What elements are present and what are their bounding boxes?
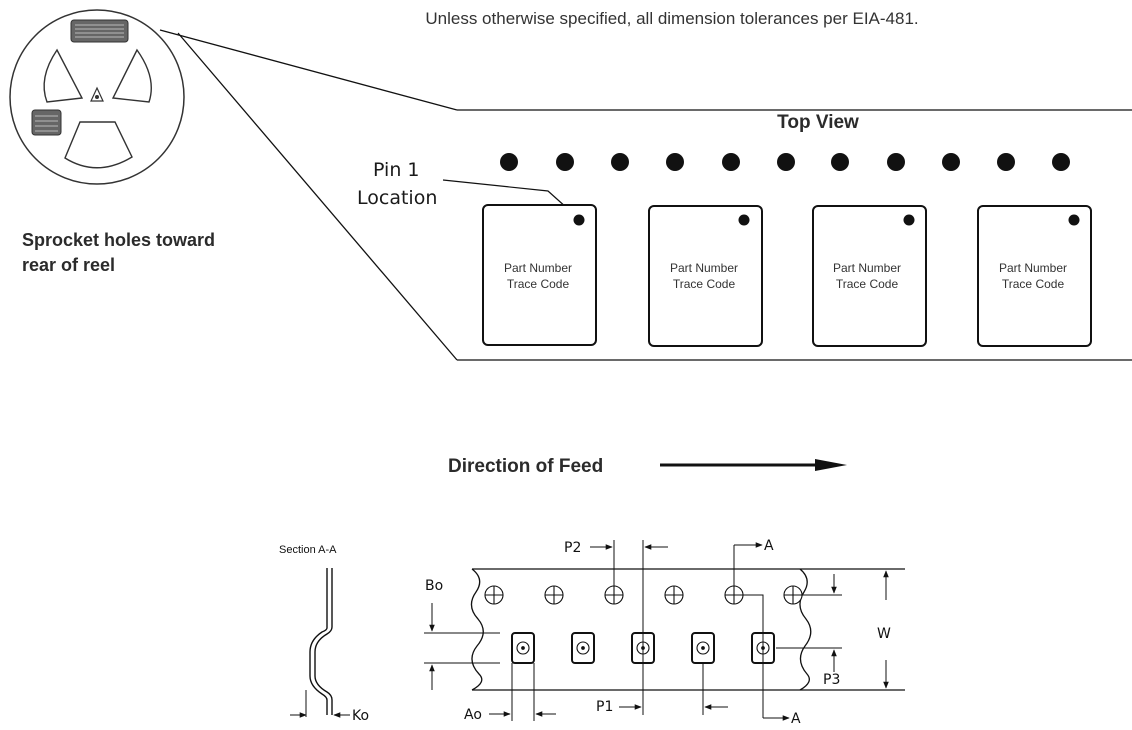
sprocket-hole	[484, 585, 504, 605]
sprocket-hole	[611, 153, 629, 171]
pin1-label-line1: Pin 1	[373, 159, 420, 181]
sprocket-hole	[1052, 153, 1070, 171]
reel-caption-line1: Sprocket holes toward	[22, 230, 215, 250]
p3-label: P3	[823, 672, 840, 688]
tape-top-view: Top View Pin 1 Location Part Number Trac…	[357, 109, 1132, 361]
reel-illustration	[9, 9, 185, 185]
pin1-dot	[738, 214, 750, 226]
sprocket-hole	[783, 585, 803, 605]
direction-of-feed-label: Direction of Feed	[448, 456, 603, 477]
part-pocket-1: Part Number Trace Code	[482, 204, 597, 346]
top-view-title: Top View	[777, 112, 859, 133]
trace-code-label: Trace Code	[1002, 277, 1065, 291]
sprocket-hole	[664, 585, 684, 605]
p1-label: P1	[596, 699, 613, 715]
sprocket-hole	[722, 153, 740, 171]
part-number-label: Part Number	[504, 261, 572, 275]
a-label-bottom: A	[791, 711, 801, 727]
reel-hub-icon	[90, 86, 104, 102]
part-pocket-2: Part Number Trace Code	[648, 205, 763, 347]
pin1-dot	[903, 214, 915, 226]
trace-code-label: Trace Code	[673, 277, 736, 291]
sprocket-hole	[777, 153, 795, 171]
sprocket-hole	[887, 153, 905, 171]
sprocket-hole	[500, 153, 518, 171]
sprocket-hole	[604, 585, 624, 605]
part-number-label: Part Number	[999, 261, 1067, 275]
w-label: W	[877, 626, 891, 642]
trace-code-label: Trace Code	[836, 277, 899, 291]
tape-pocket	[511, 632, 535, 664]
bo-label: Bo	[425, 578, 443, 594]
pin1-dot	[573, 214, 585, 226]
reel-window-right	[111, 48, 152, 103]
ao-label: Ao	[464, 707, 482, 723]
section-a-a-view: Section A-A Ko	[279, 544, 369, 724]
part-number-label: Part Number	[670, 261, 738, 275]
feed-arrow-icon	[660, 459, 847, 471]
sprocket-hole	[556, 153, 574, 171]
reel-window-left	[43, 48, 84, 103]
trace-code-label: Trace Code	[507, 277, 570, 291]
sprocket-hole	[997, 153, 1015, 171]
part-pocket-4: Part Number Trace Code	[977, 205, 1092, 347]
p2-label: P2	[564, 540, 581, 556]
reel-label-top	[70, 19, 129, 43]
sprocket-hole	[831, 153, 849, 171]
reel-window-bottom	[64, 121, 133, 169]
sprocket-hole	[942, 153, 960, 171]
sprocket-hole	[666, 153, 684, 171]
pin1-label-line2: Location	[357, 187, 437, 209]
section-title: Section A-A	[279, 544, 337, 556]
tolerance-note: Unless otherwise specified, all dimensio…	[425, 9, 918, 28]
reel-caption-line2: rear of reel	[22, 255, 115, 275]
tape-dimension-view: P2 A A Bo W P3 P1 Ao	[424, 538, 905, 727]
pin1-dot	[1068, 214, 1080, 226]
tape-pocket	[571, 632, 595, 664]
a-label-top: A	[764, 538, 774, 554]
ko-label: Ko	[352, 708, 369, 724]
tape-pocket	[691, 632, 715, 664]
part-number-label: Part Number	[833, 261, 901, 275]
sprocket-hole	[544, 585, 564, 605]
part-pocket-3: Part Number Trace Code	[812, 205, 927, 347]
